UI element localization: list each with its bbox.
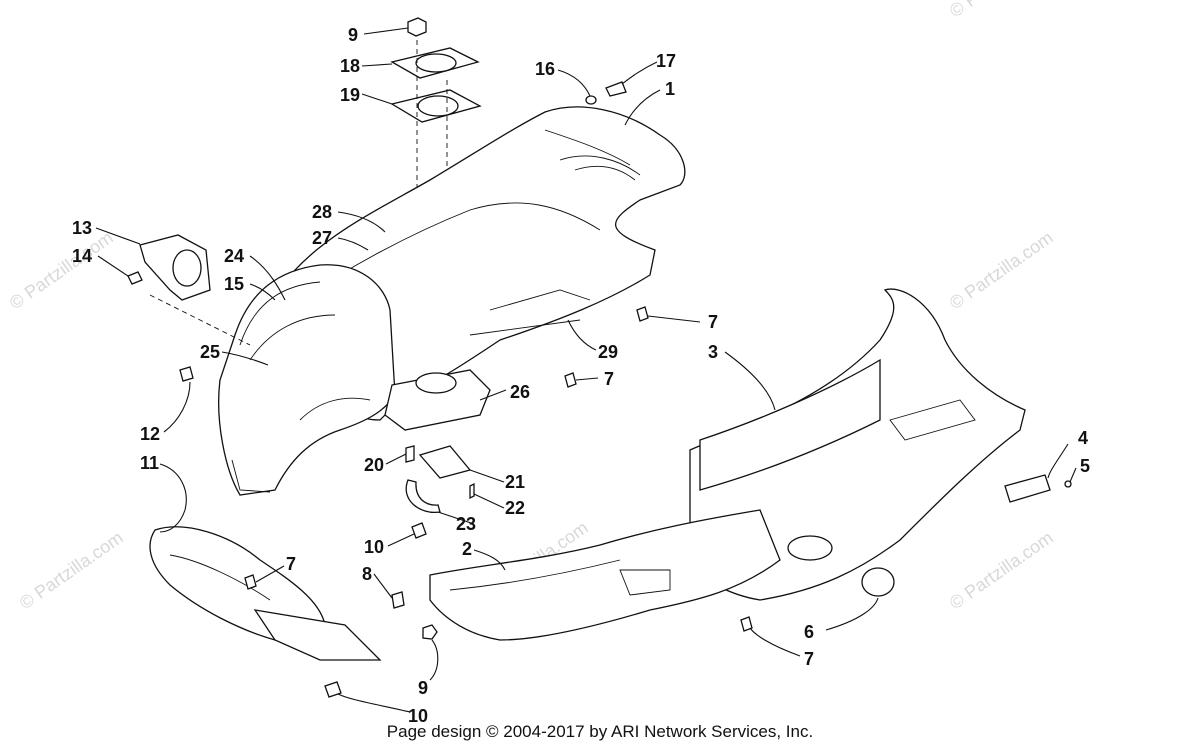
part-6-cap: [861, 567, 895, 597]
part-22-rivet: [469, 482, 475, 500]
part-26-bracket: [384, 369, 491, 431]
part-11-bumper: [149, 526, 382, 661]
callout-10: 10: [364, 537, 384, 557]
callout-1: 1: [665, 79, 675, 99]
copyright-footer: Page design © 2004-2017 by ARI Network S…: [386, 722, 814, 741]
callout-13: 13: [72, 218, 92, 238]
part-7-screw: [244, 574, 257, 590]
part-9-nut-lower: [422, 624, 438, 640]
part-5-screw: [1064, 480, 1072, 488]
callout-14: 14: [72, 246, 92, 266]
callout-4: 4: [1078, 428, 1088, 448]
part-13-boot: [139, 234, 211, 301]
part-16-washer: [585, 95, 597, 105]
watermark: © Partzilla.com: [946, 0, 1057, 21]
part-25-fender: [218, 264, 396, 496]
watermark: © Partzilla.com: [16, 527, 127, 613]
part-17-screw: [605, 81, 627, 97]
part-14-screw: [127, 271, 143, 285]
callout-7: 7: [286, 554, 296, 574]
watermark: © Partzilla.com: [946, 227, 1057, 313]
part-23-strap: [405, 479, 441, 514]
callout-24: 24: [224, 246, 244, 266]
callout-9: 9: [348, 25, 358, 45]
leader-lines: [95, 27, 1077, 713]
part-12-screw: [179, 366, 194, 382]
callout-7: 7: [804, 649, 814, 669]
callout-18: 18: [340, 56, 360, 76]
assembly-line: [149, 294, 251, 346]
part-7-screw: [636, 306, 649, 322]
callout-3: 3: [708, 342, 718, 362]
callout-2: 2: [462, 539, 472, 559]
callout-19: 19: [340, 85, 360, 105]
callout-21: 21: [505, 472, 525, 492]
part-9-nut: [407, 17, 427, 37]
part-7-screw: [740, 616, 753, 632]
part-18-plate: [390, 47, 480, 79]
callouts: 9 18 19 16 17 1 28 27 13 14 24 15 25 12 …: [72, 25, 1090, 726]
part-4-plate: [1004, 474, 1051, 503]
part-21-plate: [418, 445, 472, 479]
callout-5: 5: [1080, 456, 1090, 476]
callout-6: 6: [804, 622, 814, 642]
part-8-clip: [391, 591, 405, 609]
callout-12: 12: [140, 424, 160, 444]
callout-9: 9: [418, 678, 428, 698]
part-7-screw: [564, 372, 577, 388]
callout-8: 8: [362, 564, 372, 584]
watermark: © Partzilla.com: [946, 527, 1057, 613]
callout-20: 20: [364, 455, 384, 475]
watermark: © Partzilla.com: [6, 227, 117, 313]
part-19-plate: [390, 89, 482, 123]
callout-22: 22: [505, 498, 525, 518]
callout-15: 15: [224, 274, 244, 294]
callout-27: 27: [312, 228, 332, 248]
callout-29: 29: [598, 342, 618, 362]
part-20-clip: [405, 445, 415, 463]
callout-16: 16: [535, 59, 555, 79]
callout-25: 25: [200, 342, 220, 362]
callout-10: 10: [408, 706, 428, 726]
part-10-bolt-lower: [324, 681, 342, 698]
callout-23: 23: [456, 514, 476, 534]
callout-7: 7: [604, 369, 614, 389]
part-10-bolt-upper: [411, 522, 427, 539]
callout-26: 26: [510, 382, 530, 402]
callout-28: 28: [312, 202, 332, 222]
callout-11: 11: [140, 453, 159, 473]
callout-7: 7: [708, 312, 718, 332]
part-2-chassis: [429, 509, 781, 641]
part-3-side-panel: [689, 288, 1026, 601]
callout-17: 17: [656, 51, 676, 71]
